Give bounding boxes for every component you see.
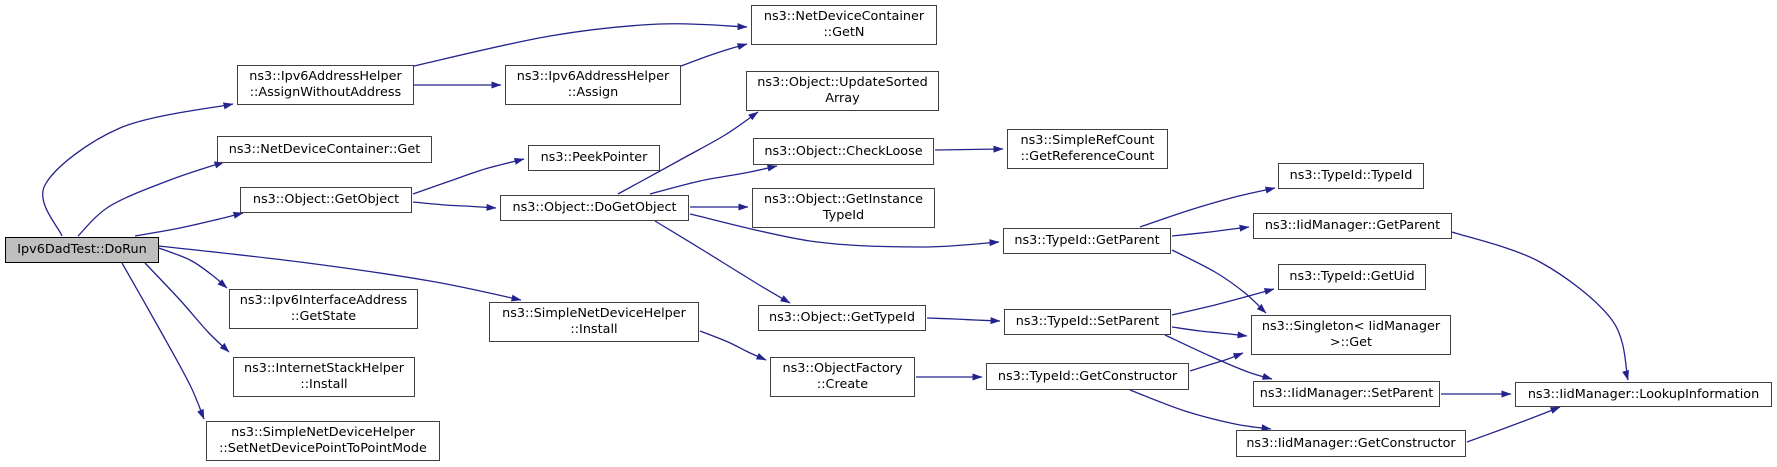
node-label: Ipv6DadTest::DoRun — [17, 242, 147, 257]
node-assign[interactable]: ns3::Ipv6AddressHelper ::Assign — [505, 65, 681, 105]
node-typeid-setparent[interactable]: ns3::TypeId::SetParent — [1004, 309, 1171, 335]
node-iidmanager-setparent[interactable]: ns3::IidManager::SetParent — [1253, 381, 1440, 407]
node-typeid-typeid[interactable]: ns3::TypeId::TypeId — [1278, 163, 1424, 189]
node-label: ns3::PeekPointer — [540, 150, 648, 165]
node-label: ns3::Object::UpdateSorted Array — [757, 75, 928, 106]
node-label: ns3::SimpleRefCount ::GetReferenceCount — [1020, 133, 1155, 164]
node-object-updatesortedarray[interactable]: ns3::Object::UpdateSorted Array — [746, 71, 939, 111]
node-peekpointer[interactable]: ns3::PeekPointer — [528, 145, 660, 171]
edge-simplenetdevicehelper-install-to-objectfactory-create — [699, 330, 767, 361]
edge-typeid-getconstructor-to-singleton-iidmanager-get — [1189, 352, 1244, 372]
node-label: ns3::Singleton< IidManager >::Get — [1261, 319, 1441, 350]
edge-typeid-setparent-to-singleton-iidmanager-get — [1171, 326, 1248, 339]
node-label: ns3::TypeId::SetParent — [1015, 314, 1160, 329]
node-label: ns3::SimpleNetDeviceHelper ::Install — [502, 306, 686, 337]
node-label: ns3::Object::GetTypeId — [769, 310, 915, 325]
node-typeid-getparent[interactable]: ns3::TypeId::GetParent — [1003, 228, 1171, 254]
edge-root-to-assign-without-address — [42, 102, 234, 237]
node-assign-without-address[interactable]: ns3::Ipv6AddressHelper ::AssignWithoutAd… — [237, 65, 414, 105]
node-label: ns3::IidManager::GetParent — [1264, 218, 1441, 233]
edge-object-dogetobject-to-object-gettypeid — [654, 220, 791, 304]
node-label: ns3::ObjectFactory ::Create — [782, 361, 903, 392]
edge-iidmanager-getparent-to-iidmanager-lookupinformation — [1451, 231, 1629, 381]
node-iidmanager-lookupinformation[interactable]: ns3::IidManager::LookupInformation — [1515, 382, 1772, 407]
node-simplerefcount-getreferencecount[interactable]: ns3::SimpleRefCount ::GetReferenceCount — [1007, 129, 1168, 169]
edge-object-checkloose-to-simplerefcount-getreferencecount — [934, 145, 1004, 153]
node-iidmanager-getconstructor[interactable]: ns3::IidManager::GetConstructor — [1236, 430, 1466, 457]
node-label: ns3::IidManager::LookupInformation — [1527, 386, 1760, 402]
node-label: ns3::Ipv6InterfaceAddress ::GetState — [239, 293, 408, 324]
edge-root-to-object-getobject — [134, 211, 244, 237]
node-label: ns3::TypeId::TypeId — [1289, 168, 1413, 183]
node-object-getobject[interactable]: ns3::Object::GetObject — [240, 187, 412, 213]
edge-object-getobject-to-peekpointer — [412, 157, 525, 195]
edge-root-to-internetstackhelper-install — [144, 262, 230, 353]
node-label: ns3::Object::GetInstance TypeId — [763, 192, 924, 223]
node-label: ns3::IidManager::GetConstructor — [1246, 435, 1456, 451]
node-label: ns3::IidManager::SetParent — [1259, 386, 1434, 401]
edge-typeid-getparent-to-iidmanager-getparent — [1171, 224, 1250, 237]
edge-assign-without-address-to-netdevicecontainer-getn — [413, 23, 748, 67]
node-label: ns3::TypeId::GetUid — [1289, 269, 1415, 284]
node-objectfactory-create[interactable]: ns3::ObjectFactory ::Create — [770, 357, 915, 397]
node-typeid-getuid[interactable]: ns3::TypeId::GetUid — [1278, 264, 1426, 290]
node-simplenetdevicehelper-install[interactable]: ns3::SimpleNetDeviceHelper ::Install — [489, 302, 699, 342]
node-root: Ipv6DadTest::DoRun — [5, 237, 159, 263]
node-label: ns3::Object::GetObject — [252, 192, 400, 207]
node-label: ns3::SimpleNetDeviceHelper ::SetNetDevic… — [219, 425, 427, 456]
node-label: ns3::Object::DoGetObject — [512, 200, 677, 215]
node-label: ns3::TypeId::GetConstructor — [997, 368, 1178, 384]
edge-root-to-ipv6interfaceaddress-getstate — [158, 247, 228, 289]
node-object-getinstancetypeid[interactable]: ns3::Object::GetInstance TypeId — [752, 188, 935, 228]
node-object-gettypeid[interactable]: ns3::Object::GetTypeId — [758, 305, 926, 331]
edge-typeid-getconstructor-to-iidmanager-getconstructor — [1129, 389, 1272, 432]
edge-object-getobject-to-object-dogetobject — [412, 201, 497, 211]
node-object-dogetobject[interactable]: ns3::Object::DoGetObject — [500, 195, 689, 221]
node-setnetdevicepointtopointmode[interactable]: ns3::SimpleNetDeviceHelper ::SetNetDevic… — [206, 421, 440, 461]
node-label: ns3::Ipv6AddressHelper ::AssignWithoutAd… — [249, 69, 402, 100]
node-label: ns3::Ipv6AddressHelper ::Assign — [516, 69, 670, 100]
edge-typeid-getparent-to-singleton-iidmanager-get — [1171, 249, 1267, 314]
node-iidmanager-getparent[interactable]: ns3::IidManager::GetParent — [1253, 213, 1452, 239]
node-label: ns3::Object::CheckLoose — [764, 143, 923, 159]
node-netdevicecontainer-get[interactable]: ns3::NetDeviceContainer::Get — [217, 136, 432, 163]
node-typeid-getconstructor[interactable]: ns3::TypeId::GetConstructor — [986, 363, 1189, 390]
node-label: ns3::NetDeviceContainer::Get — [228, 141, 421, 157]
edge-object-gettypeid-to-typeid-setparent — [926, 317, 1001, 325]
node-netdevicecontainer-getn[interactable]: ns3::NetDeviceContainer ::GetN — [751, 5, 937, 45]
node-label: ns3::InternetStackHelper ::Install — [243, 361, 405, 392]
edge-root-to-netdevicecontainer-get — [77, 161, 225, 237]
node-singleton-iidmanager-get[interactable]: ns3::Singleton< IidManager >::Get — [1251, 315, 1451, 355]
edge-iidmanager-getconstructor-to-iidmanager-lookupinformation — [1466, 406, 1561, 443]
edge-assign-to-netdevicecontainer-getn — [680, 43, 748, 67]
edge-root-to-setnetdevicepointtopointmode — [121, 262, 205, 420]
edge-typeid-setparent-to-typeid-getuid — [1171, 288, 1275, 316]
node-internetstackhelper-install[interactable]: ns3::InternetStackHelper ::Install — [233, 357, 415, 397]
node-object-checkloose[interactable]: ns3::Object::CheckLoose — [753, 138, 934, 165]
node-label: ns3::NetDeviceContainer ::GetN — [763, 9, 925, 40]
node-ipv6interfaceaddress-getstate[interactable]: ns3::Ipv6InterfaceAddress ::GetState — [229, 289, 418, 329]
node-label: ns3::TypeId::GetParent — [1014, 233, 1160, 248]
